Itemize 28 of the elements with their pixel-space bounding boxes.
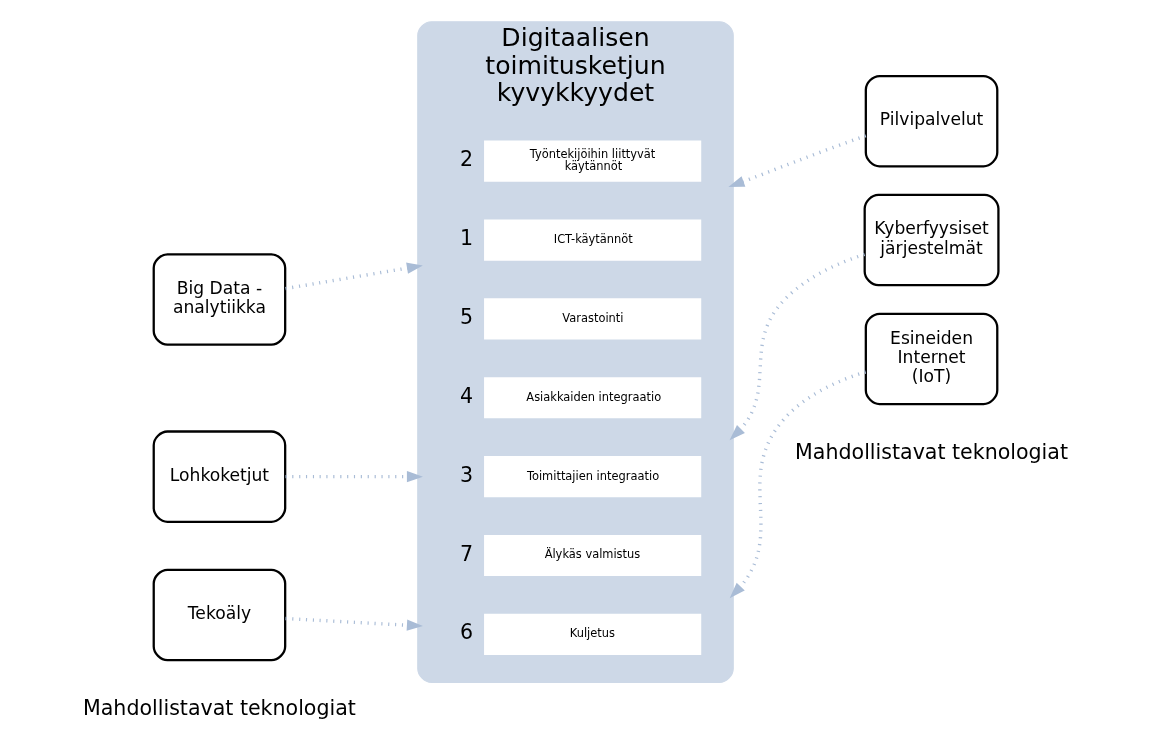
node-box: Tekoäly (152, 568, 287, 662)
node-label: 6 (460, 620, 474, 645)
node-box: Lohkoketjut (152, 430, 287, 523)
node-box: Kuljetus (484, 613, 702, 655)
node-label: 2 (460, 147, 474, 172)
node-box: Työntekijöihin liittyvät käytännöt (484, 140, 702, 182)
node-box: Pilvipalvelut (864, 74, 999, 168)
label: Mahdollistavat teknologiat (83, 695, 356, 720)
node-box: Älykäs valmistus (484, 534, 702, 577)
node-label: 1 (460, 226, 474, 251)
arrow (729, 370, 867, 599)
node-label: 4 (460, 383, 474, 408)
node-box: Big Data - analytiikka (152, 253, 287, 346)
arrow (285, 616, 423, 631)
arrow (729, 252, 866, 441)
node-label: 5 (460, 304, 474, 329)
node-box: Varastointi (484, 298, 702, 340)
label: Mahdollistavat teknologiat (795, 439, 1068, 464)
node-box: ICT-käytännöt (484, 219, 702, 261)
node-box: Esineiden Internet (IoT) (864, 312, 999, 406)
arrow (285, 262, 423, 291)
node-box: Toimittajien integraatio (484, 456, 702, 498)
arrow (728, 134, 867, 187)
node-label: 7 (460, 541, 474, 566)
node-box: Asiakkaiden integraatio (484, 377, 702, 419)
arrow (285, 471, 423, 483)
node-label: 3 (460, 462, 474, 487)
node-box: Kyberfyysiset järjestelmät (863, 193, 1000, 287)
